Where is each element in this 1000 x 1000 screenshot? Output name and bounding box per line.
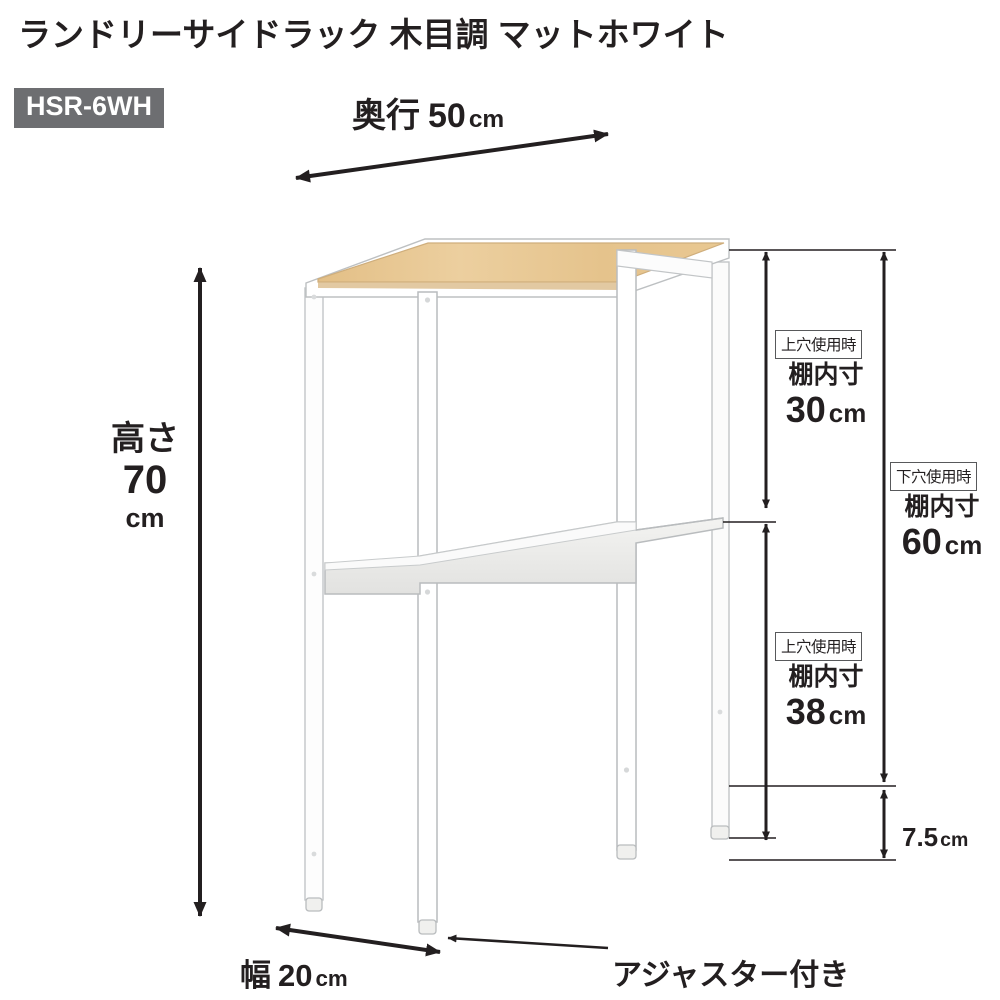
lower-shelf-name: 棚内寸 xyxy=(788,663,864,691)
height-value: 70 xyxy=(122,458,168,503)
upper-shelf-unit: cm xyxy=(828,399,867,428)
rack-back-legs xyxy=(304,261,730,901)
height-unit: cm xyxy=(125,502,165,533)
depth-arrow xyxy=(295,129,609,183)
adjuster-label: アジャスター付き xyxy=(612,959,850,992)
rack-back-right-foot xyxy=(710,709,730,840)
lower-shelf-unit: cm xyxy=(828,701,867,730)
width-arrow xyxy=(275,923,441,957)
width-value: 20 xyxy=(278,958,313,993)
page-title: ランドリーサイドラック 木目調 マットホワイト xyxy=(18,16,729,53)
upper-shelf-name: 棚内寸 xyxy=(788,361,864,389)
rack-back-left-foot xyxy=(305,294,323,912)
sku-badge: HSR-6WH xyxy=(14,88,164,128)
lower-shelf-value: 38 xyxy=(785,690,826,732)
lower-shelf-note: 上穴使用時 xyxy=(775,632,863,661)
upper-shelf-value: 30 xyxy=(785,388,826,430)
full-inner-unit: cm xyxy=(944,531,983,560)
clearance-value: 7.5 xyxy=(902,822,939,852)
height-label: 高さ 70 cm xyxy=(95,420,195,533)
full-inner-note: 下穴使用時 xyxy=(890,462,978,491)
depth-value: 50 xyxy=(428,97,466,135)
height-label-text: 高さ xyxy=(111,420,179,458)
rack-top-rails xyxy=(616,249,713,279)
rack-front-left-leg xyxy=(417,291,438,935)
leader-lines xyxy=(723,249,896,861)
full-inner-name: 棚内寸 xyxy=(904,493,980,521)
middle-shelf xyxy=(324,517,724,595)
width-unit: cm xyxy=(315,966,348,991)
upper-shelf-note: 上穴使用時 xyxy=(775,330,863,359)
clearance-unit: cm xyxy=(940,829,969,851)
width-label-text: 幅 xyxy=(240,958,271,993)
depth-label-text: 奥行 xyxy=(352,97,420,135)
adjuster-pointer xyxy=(447,934,609,950)
full-inner-value: 60 xyxy=(901,520,942,562)
depth-unit: cm xyxy=(468,106,505,133)
